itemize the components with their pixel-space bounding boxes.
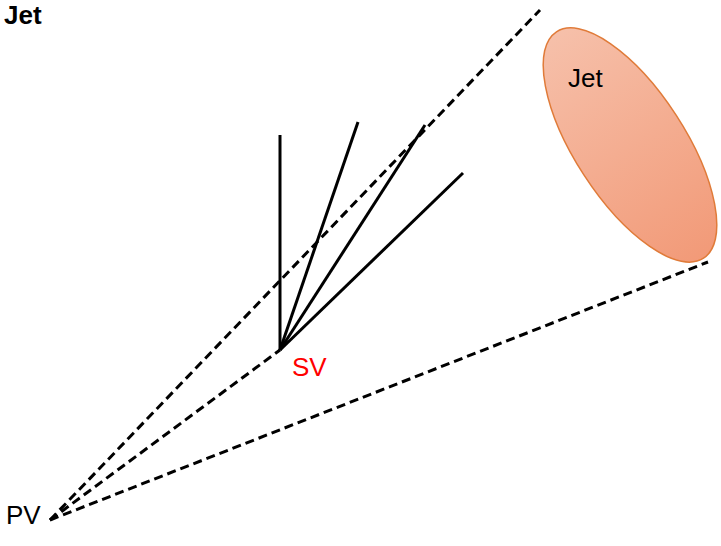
flight-line bbox=[50, 350, 280, 520]
vertex-label: PV bbox=[6, 500, 41, 531]
track-line bbox=[280, 122, 358, 350]
track-line bbox=[279, 135, 282, 350]
jet-shape bbox=[540, 5, 720, 285]
track-line bbox=[280, 125, 425, 350]
jet-ellipse: Jet bbox=[540, 5, 720, 285]
title-fragment: Jet bbox=[4, 0, 42, 31]
track-line bbox=[280, 173, 463, 350]
jet-ellipse-shape bbox=[540, 5, 720, 285]
cone-edge-line bbox=[50, 262, 708, 520]
vertex-label: SV bbox=[292, 352, 327, 383]
cone-edge-line bbox=[50, 10, 540, 520]
node-label: Jet bbox=[568, 63, 603, 94]
